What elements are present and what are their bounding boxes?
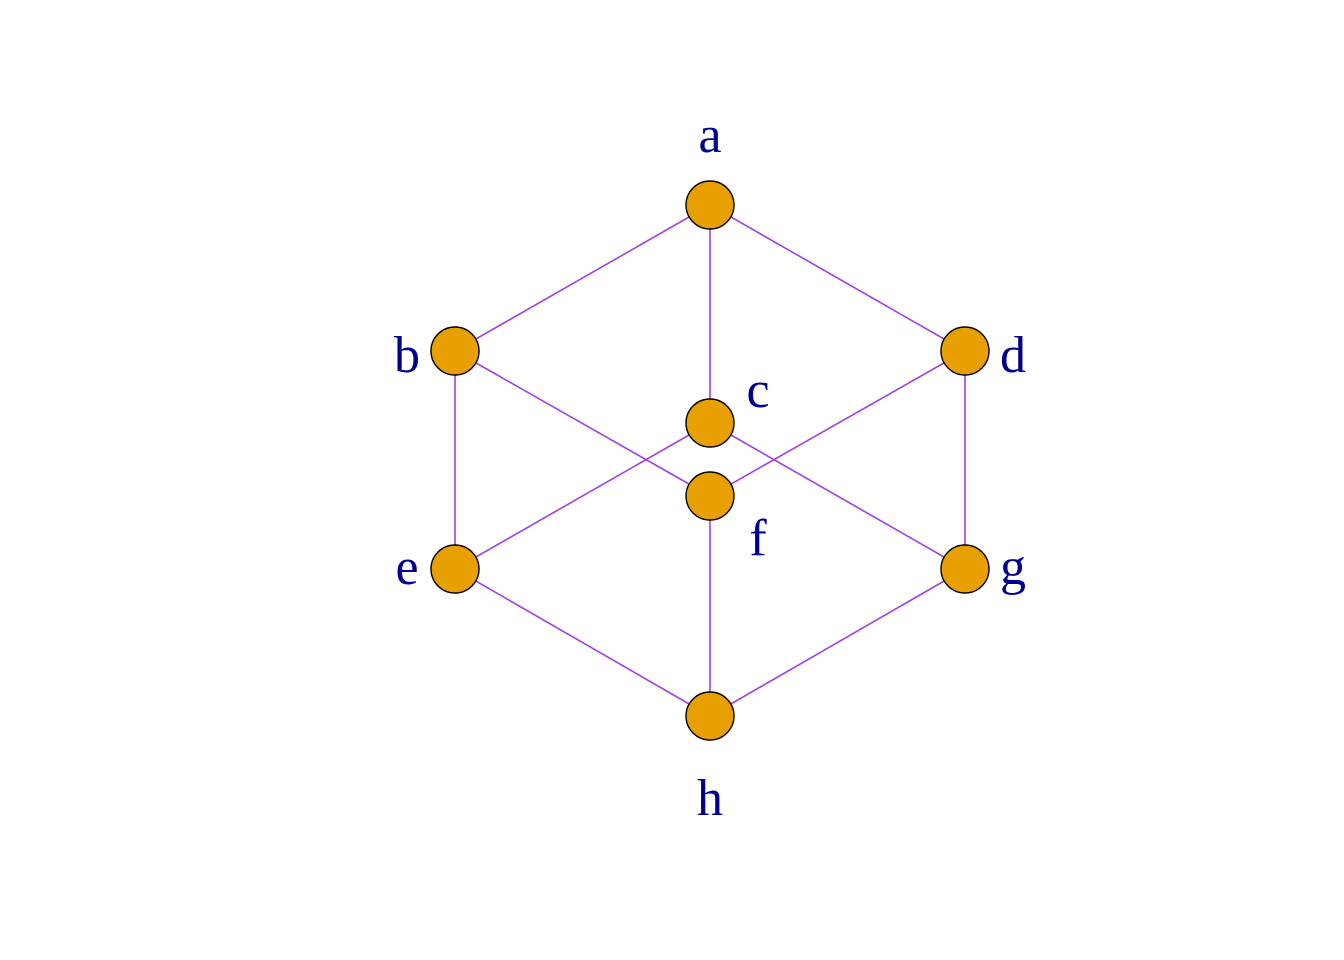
node-a <box>685 180 735 230</box>
node-c <box>685 398 735 448</box>
node-f <box>685 471 735 521</box>
nodes-layer <box>430 180 990 741</box>
edges-layer <box>454 204 966 717</box>
edge-a-d <box>709 204 966 352</box>
node-label-a: a <box>698 107 721 164</box>
edge-c-e <box>454 422 711 570</box>
node-e <box>430 544 480 594</box>
labels-layer: a b c d e f g h <box>394 107 1026 827</box>
edge-g-h <box>709 568 966 717</box>
node-label-g: g <box>1000 539 1026 596</box>
edge-c-g <box>709 422 966 570</box>
node-label-f: f <box>749 510 767 567</box>
node-b <box>430 326 480 376</box>
node-label-d: d <box>1000 327 1026 384</box>
node-label-b: b <box>394 327 420 384</box>
node-h <box>685 691 735 741</box>
node-g <box>940 544 990 594</box>
edge-e-h <box>454 568 711 717</box>
node-d <box>940 326 990 376</box>
edge-d-f <box>709 350 966 497</box>
edge-a-b <box>454 204 711 352</box>
node-label-e: e <box>395 539 418 596</box>
node-label-h: h <box>697 770 723 827</box>
edge-b-f <box>454 350 711 497</box>
node-label-c: c <box>746 362 769 419</box>
